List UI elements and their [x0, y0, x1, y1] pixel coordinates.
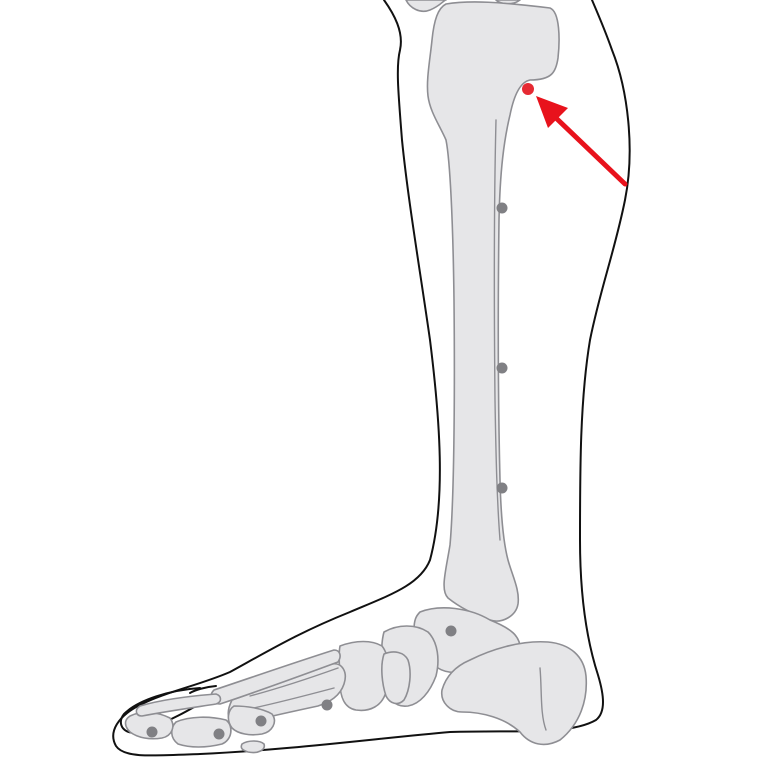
metatarsal-marker	[321, 699, 333, 711]
toe-tip-outline	[189, 685, 217, 694]
middle-phalanx	[170, 716, 232, 748]
tibial-tuberosity-highlight	[522, 83, 534, 95]
tibia-shaft-lower-marker	[496, 482, 508, 494]
toe-phalanx-upper	[135, 693, 222, 717]
cuneiform-intermediate	[381, 651, 411, 705]
sesamoid	[240, 740, 266, 754]
toe-proximal-phalanx-marker	[255, 715, 267, 727]
femur-fragment	[405, 0, 447, 13]
pointer-arrow-shaft	[553, 115, 628, 187]
toe-middle-phalanx-marker	[213, 728, 225, 740]
pointer-arrow-head	[536, 96, 568, 128]
tibia-shaft-upper-marker	[496, 202, 508, 214]
leg-outline	[112, 0, 631, 757]
proximal-phalanx	[227, 705, 276, 736]
calcaneus	[440, 640, 588, 746]
metatarsal-line-1	[249, 667, 339, 697]
distal-phalanx	[124, 711, 174, 740]
toe-outline	[119, 687, 221, 734]
toe-distal-phalanx-marker	[146, 726, 158, 738]
talus-marker	[445, 625, 457, 637]
tibia-shaft-mid-marker	[496, 362, 508, 374]
tibia-ridge	[493, 119, 501, 541]
cuneiform-medial	[338, 640, 390, 712]
tibia	[426, 1, 560, 622]
calcaneus-ridge	[539, 667, 547, 731]
